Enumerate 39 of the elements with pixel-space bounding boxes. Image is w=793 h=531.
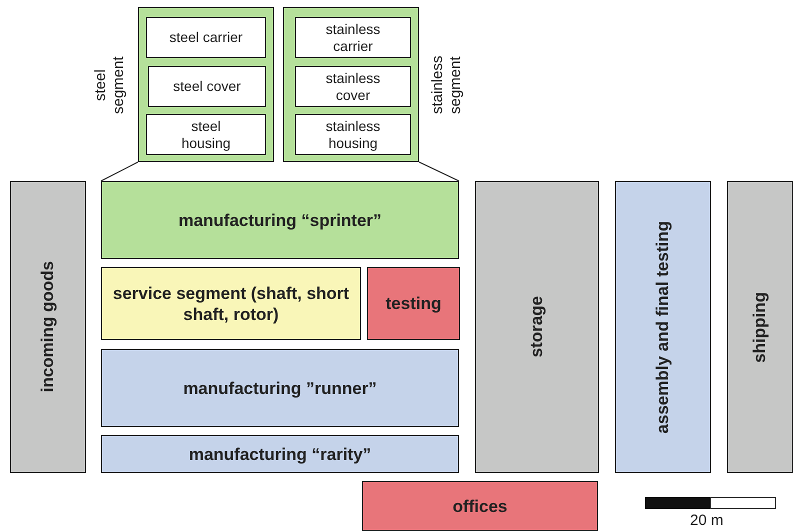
area-label: manufacturing “rarity” — [188, 444, 372, 464]
area-label: stainless housing — [324, 118, 382, 152]
segment-label: stainless segment — [429, 54, 465, 116]
area-label: manufacturing ”runner” — [183, 378, 377, 398]
part-box — [295, 114, 411, 155]
projection-line — [418, 162, 460, 182]
area-label: testing — [386, 293, 442, 314]
area-box — [101, 349, 459, 427]
segment-label: steel segment — [92, 55, 128, 116]
area-label: stainless cover — [324, 70, 382, 104]
area-label: service segment (shaft, short shaft, rotor) — [112, 282, 350, 324]
area-box — [367, 267, 460, 340]
part-box — [146, 17, 266, 58]
area-label: incoming goods — [38, 261, 58, 393]
area-box — [101, 435, 459, 473]
area-box — [101, 267, 361, 340]
part-box — [148, 66, 266, 107]
projection-line — [100, 162, 138, 182]
area-box — [727, 181, 793, 473]
scale-label: 20 m — [690, 512, 724, 530]
area-label: assembly and final testing — [653, 220, 673, 434]
area-label: steel cover — [173, 78, 241, 95]
area-label: manufacturing “sprinter” — [178, 210, 382, 230]
area-label: shipping — [750, 292, 770, 362]
area-label: offices — [452, 496, 508, 516]
segment-box — [283, 7, 419, 162]
part-box — [146, 114, 266, 155]
part-box — [295, 66, 411, 107]
area-box — [101, 181, 459, 259]
part-box — [295, 17, 411, 58]
area-label: steel carrier — [169, 29, 243, 46]
area-box — [10, 181, 86, 473]
area-label: storage — [527, 296, 547, 358]
area-box — [615, 181, 711, 473]
area-box — [362, 481, 598, 531]
area-label: steel housing — [180, 118, 232, 152]
segment-box — [138, 7, 274, 162]
area-label: stainless carrier — [324, 20, 382, 54]
area-box — [475, 181, 599, 473]
